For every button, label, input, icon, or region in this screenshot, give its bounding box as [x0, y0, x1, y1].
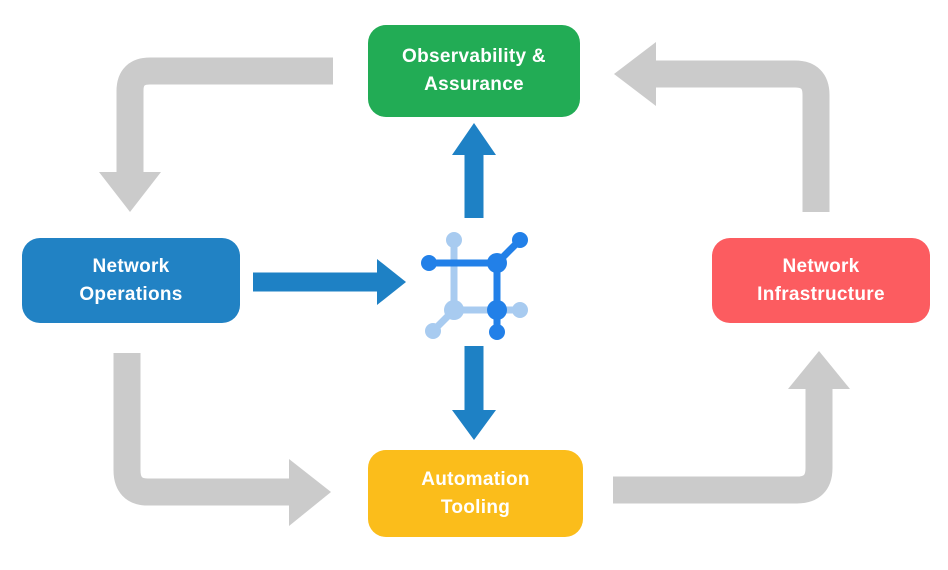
arrow-head: [289, 459, 331, 526]
node-label-line: Network: [92, 255, 170, 277]
arrow-operations-to-center: [253, 259, 406, 305]
arrow-center-to-automation: [452, 346, 496, 440]
arrow-head: [452, 410, 496, 440]
arrow-center-to-observability: [452, 123, 496, 218]
node-automation-tooling: Automation Tooling: [368, 450, 583, 537]
arrow-head: [377, 259, 406, 305]
arrow-automation-to-infrastructure: [613, 351, 850, 504]
node-label-line: Network: [782, 255, 860, 277]
arrow-shaft: [113, 353, 289, 506]
arrow-shaft: [656, 60, 830, 212]
arrow-operations-to-automation: [113, 353, 331, 526]
node-network-infrastructure: Network Infrastructure: [712, 238, 930, 323]
arrow-head: [99, 172, 161, 212]
node-label-line: Operations: [79, 283, 183, 305]
arrow-head: [614, 42, 656, 106]
arrow-observability-to-operations: [99, 57, 333, 212]
mesh-dark-dots: [421, 232, 528, 340]
arrow-shaft: [116, 57, 333, 174]
arrow-head: [452, 123, 496, 155]
arrow-infrastructure-to-observability: [614, 42, 830, 212]
arrow-head: [788, 351, 850, 389]
node-observability-assurance: Observability & Assurance: [368, 25, 580, 117]
node-label-line: Infrastructure: [757, 283, 885, 305]
node-network-operations: Network Operations: [22, 238, 240, 323]
node-label-line: Observability &: [402, 46, 546, 68]
node-label-line: Automation: [421, 468, 530, 490]
node-label-line: Tooling: [440, 496, 511, 518]
arrow-shaft: [613, 389, 833, 504]
node-label-line: Assurance: [424, 74, 524, 95]
network-mesh-icon: [421, 232, 528, 340]
mesh-light-dots: [425, 232, 528, 339]
